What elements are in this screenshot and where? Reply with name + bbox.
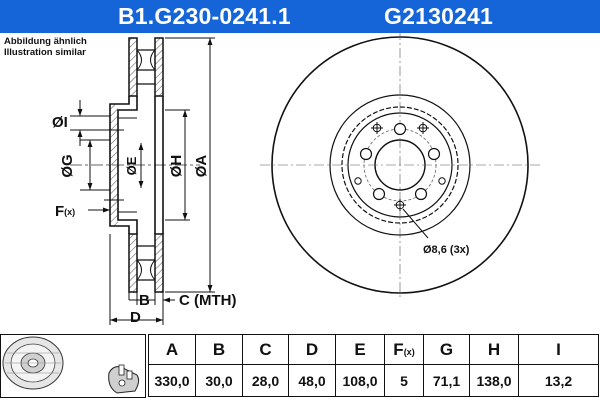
spec-header-row: A B C D E F(x) G H I	[148, 334, 599, 365]
brake-disc-icon	[2, 336, 64, 390]
spec-header-f: F(x)	[384, 334, 424, 365]
small-holes	[354, 122, 446, 211]
spec-header-b: B	[195, 334, 243, 365]
spec-header-g: G	[423, 334, 470, 365]
part-number: B1.G230-0241.1	[118, 3, 291, 29]
bolt-hole	[393, 122, 407, 136]
bolt-hole	[427, 147, 441, 161]
spec-value-f: 5	[384, 364, 424, 397]
illustration-note-de: Abbildung ähnlich	[4, 36, 87, 47]
small-hole	[354, 177, 362, 185]
spec-value-a: 330,0	[148, 364, 196, 397]
spec-header-d: D	[288, 334, 336, 365]
thumbnail-sketch	[2, 336, 140, 394]
wheel-bolt-holes	[359, 122, 441, 201]
thumbnail-box	[0, 334, 146, 398]
spec-header-a: A	[148, 334, 196, 365]
spec-value-g: 71,1	[423, 364, 470, 397]
dim-label-e: ØE	[124, 156, 139, 175]
spec-value-h: 138,0	[469, 364, 519, 397]
spec-header-h: H	[469, 334, 519, 365]
cross-section-view: ØI ØG ØE ØH ØA F(x) B C (MTH) D	[52, 37, 236, 326]
spec-value-i: 13,2	[518, 364, 599, 397]
spec-header-i: I	[518, 334, 599, 365]
title-bar: B1.G230-0241.1 G2130241	[0, 0, 600, 33]
dim-label-f: F(x)	[55, 203, 75, 220]
dim-label-g: ØG	[59, 154, 76, 177]
technical-drawing: ØI ØG ØE ØH ØA F(x) B C (MTH) D	[52, 33, 540, 326]
spec-header-e: E	[335, 334, 385, 365]
dim-label-d: D	[130, 309, 141, 326]
hat-section	[104, 96, 164, 234]
dimension-lines	[70, 37, 215, 325]
dim-label-i: ØI	[52, 114, 68, 131]
spec-value-d: 48,0	[288, 364, 336, 397]
bolt-hole	[414, 187, 428, 201]
front-view: Ø8,6 (3x)	[260, 33, 540, 300]
friction-ring-top	[128, 37, 164, 97]
dim-label-c: C (MTH)	[179, 292, 236, 309]
article-number: G2130241	[384, 3, 494, 29]
spec-value-row: 330,0 30,0 28,0 48,0 108,0 5 71,1 138,0 …	[148, 364, 599, 397]
brake-caliper-icon	[108, 364, 140, 394]
spec-value-c: 28,0	[242, 364, 289, 397]
dim-label-a: ØA	[193, 155, 210, 178]
spec-value-e: 108,0	[335, 364, 385, 397]
spec-value-b: 30,0	[195, 364, 243, 397]
bolt-hole	[372, 187, 386, 201]
illustration-note-en: Illustration similar	[4, 47, 86, 58]
spec-table: A B C D E F(x) G H I 330,0 30,0 28,0 48,…	[148, 334, 599, 397]
dim-label-b: B	[139, 292, 150, 309]
spec-header-c: C	[242, 334, 289, 365]
dim-label-h: ØH	[168, 155, 185, 178]
bolt-hole	[359, 147, 373, 161]
friction-ring-bottom	[128, 233, 164, 293]
small-hole	[438, 177, 446, 185]
hole-diameter-label: Ø8,6 (3x)	[423, 244, 470, 256]
